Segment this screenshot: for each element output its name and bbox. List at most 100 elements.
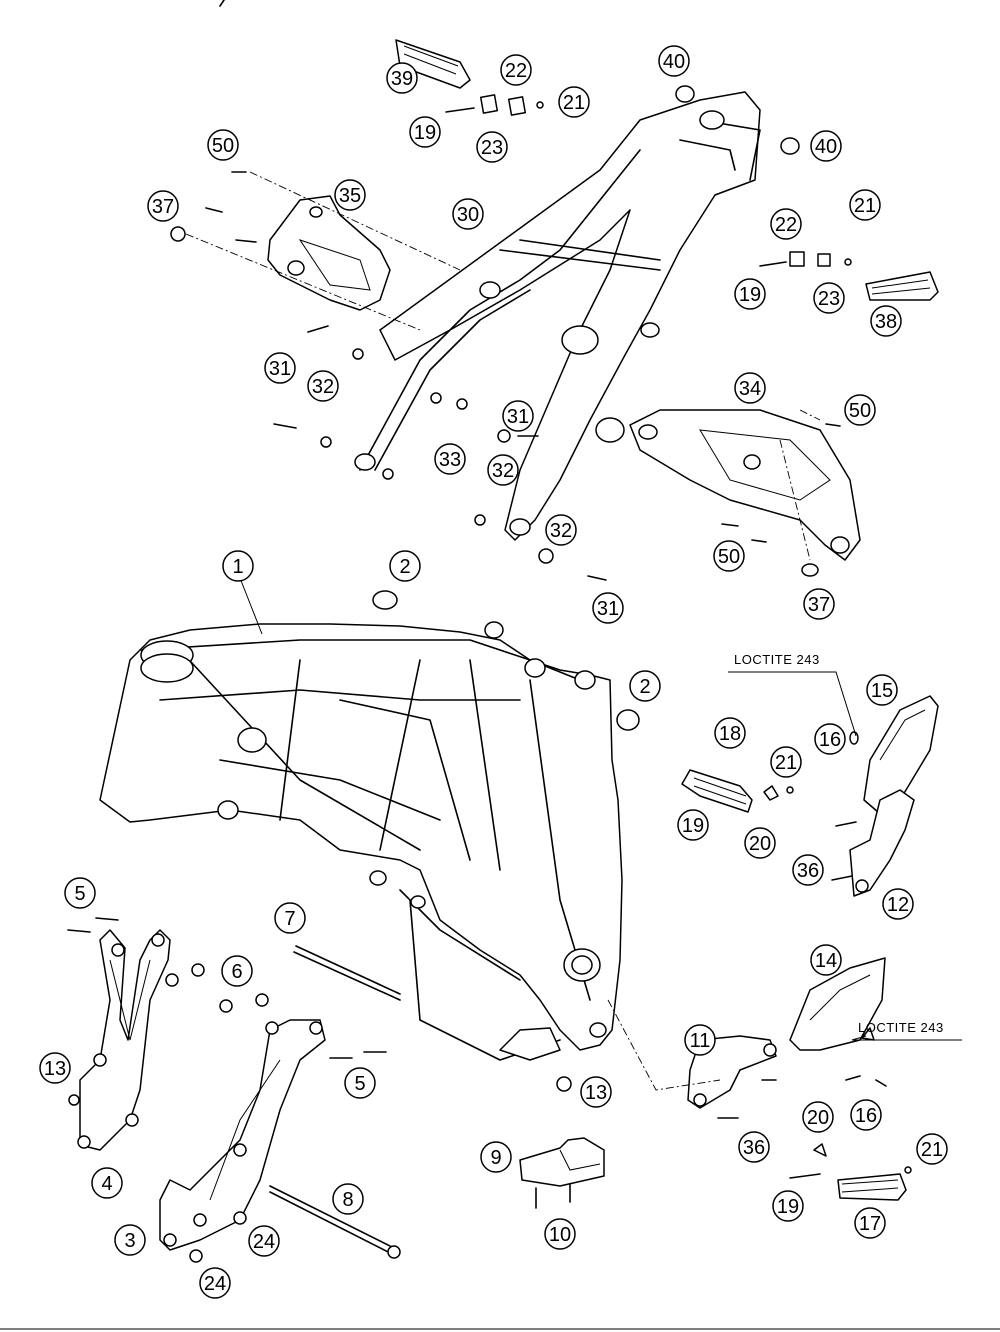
callout-circle (476, 131, 508, 163)
callout-circle (916, 1133, 948, 1165)
callout-number: 18 (719, 723, 741, 745)
callout-circle (409, 116, 441, 148)
callout-circle (854, 1207, 886, 1239)
callout-number: 14 (815, 950, 837, 972)
loctite-note-lower: LOCTITE 243 (851, 1020, 962, 1041)
callout-number: 37 (152, 196, 174, 218)
callout-circle (389, 550, 421, 582)
callout-circle (734, 278, 766, 310)
leader-line-1 (239, 577, 263, 635)
callout-5[interactable]: 5 (64, 877, 96, 909)
callout-number: 7 (284, 908, 295, 930)
callout-circle (221, 955, 253, 987)
callout-31[interactable]: 31 (502, 400, 534, 432)
callout-38[interactable]: 38 (870, 305, 902, 337)
callout-10[interactable]: 10 (544, 1218, 576, 1250)
callout-23[interactable]: 23 (476, 131, 508, 163)
callout-19[interactable]: 19 (734, 278, 766, 310)
callout-6[interactable]: 6 (221, 955, 253, 987)
callout-number: 36 (797, 860, 819, 882)
callout-14[interactable]: 14 (810, 944, 842, 976)
callout-2[interactable]: 2 (629, 670, 661, 702)
callout-32[interactable]: 32 (307, 370, 339, 402)
footrest-bracket-11-drawing (687, 1035, 777, 1119)
subframe-assembly-lines (185, 171, 821, 561)
callout-20[interactable]: 20 (744, 827, 776, 859)
callout-36[interactable]: 36 (738, 1131, 770, 1163)
callout-15[interactable]: 15 (866, 674, 898, 706)
callout-50[interactable]: 50 (207, 129, 239, 161)
callout-circle (344, 1067, 376, 1099)
callout-circle (684, 1024, 716, 1056)
callout-4[interactable]: 4 (91, 1167, 123, 1199)
callout-40[interactable]: 40 (810, 130, 842, 162)
left-side-plates-drawing (77, 929, 326, 1251)
callout-16[interactable]: 16 (814, 723, 846, 755)
callout-12[interactable]: 12 (882, 888, 914, 920)
callout-39[interactable]: 39 (386, 62, 418, 94)
callout-21[interactable]: 21 (916, 1133, 948, 1165)
callout-2[interactable]: 2 (389, 550, 421, 582)
callout-19[interactable]: 19 (677, 809, 709, 841)
callout-24[interactable]: 24 (248, 1225, 280, 1257)
callout-number: 32 (550, 520, 572, 542)
callout-number: 20 (749, 833, 771, 855)
callout-number: 22 (505, 60, 527, 82)
callout-40[interactable]: 40 (658, 45, 690, 77)
callout-3[interactable]: 3 (114, 1224, 146, 1256)
loctite-note-upper-text: LOCTITE 243 (734, 652, 820, 667)
callout-11[interactable]: 11 (684, 1024, 716, 1056)
callout-number: 21 (563, 92, 585, 114)
callout-circle (882, 888, 914, 920)
callout-number: 23 (481, 137, 503, 159)
callout-21[interactable]: 21 (558, 86, 590, 118)
callout-20[interactable]: 20 (802, 1101, 834, 1133)
callout-number: 10 (549, 1224, 571, 1246)
callout-7[interactable]: 7 (274, 902, 306, 934)
callout-circle (870, 305, 902, 337)
callout-number: 40 (663, 51, 685, 73)
callout-50[interactable]: 50 (844, 394, 876, 426)
callout-31[interactable]: 31 (264, 352, 296, 384)
callout-17[interactable]: 17 (854, 1207, 886, 1239)
callout-21[interactable]: 21 (849, 189, 881, 221)
subframe-hardware-drawings (170, 94, 852, 581)
callout-number: 31 (507, 406, 529, 428)
callout-34[interactable]: 34 (734, 372, 766, 404)
callout-13[interactable]: 13 (39, 1052, 71, 1084)
callout-37[interactable]: 37 (803, 588, 835, 620)
rear-subframe-drawing (354, 91, 761, 541)
callout-24[interactable]: 24 (199, 1267, 231, 1299)
callout-22[interactable]: 22 (770, 208, 802, 240)
callout-16[interactable]: 16 (850, 1099, 882, 1131)
callout-number: 50 (849, 400, 871, 422)
callout-32[interactable]: 32 (487, 454, 519, 486)
callout-5[interactable]: 5 (344, 1067, 376, 1099)
callout-19[interactable]: 19 (409, 116, 441, 148)
callout-19[interactable]: 19 (772, 1190, 804, 1222)
callout-50[interactable]: 50 (713, 540, 745, 572)
callout-31[interactable]: 31 (592, 592, 624, 624)
callout-37[interactable]: 37 (147, 190, 179, 222)
callout-circle (658, 45, 690, 77)
callout-22[interactable]: 22 (500, 54, 532, 86)
callout-circle (544, 1218, 576, 1250)
callout-number: 6 (231, 961, 242, 983)
callout-number: 13 (585, 1082, 607, 1104)
callout-32[interactable]: 32 (545, 514, 577, 546)
callout-18[interactable]: 18 (714, 717, 746, 749)
callout-13[interactable]: 13 (580, 1076, 612, 1108)
callout-21[interactable]: 21 (770, 746, 802, 778)
callout-number: 19 (414, 122, 436, 144)
callout-30[interactable]: 30 (452, 198, 484, 230)
callout-33[interactable]: 33 (434, 443, 466, 475)
callout-35[interactable]: 35 (334, 179, 366, 211)
callout-36[interactable]: 36 (792, 854, 824, 886)
callout-23[interactable]: 23 (813, 282, 845, 314)
callout-8[interactable]: 8 (332, 1183, 364, 1215)
callout-circle (452, 198, 484, 230)
callout-9[interactable]: 9 (480, 1141, 512, 1173)
callout-1[interactable]: 1 (222, 550, 254, 582)
callout-circle (714, 717, 746, 749)
